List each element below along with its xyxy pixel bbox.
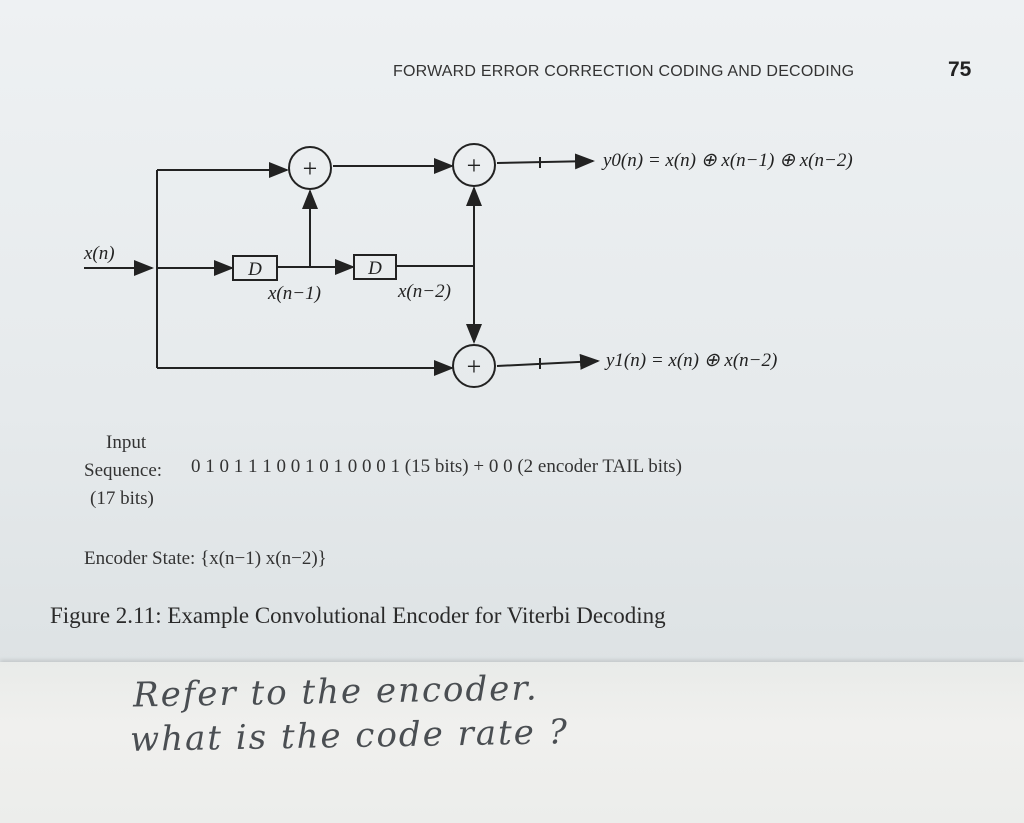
- output-y1-equation: y1(n) = x(n) ⊕ x(n−2): [604, 350, 777, 371]
- input-x-label: x(n): [83, 243, 115, 264]
- handwritten-line-1: Refer to the encoder.: [132, 668, 539, 716]
- handwritten-note-paper: [0, 662, 1024, 823]
- figure-caption: Figure 2.11: Example Convolutional Encod…: [50, 603, 666, 628]
- page-number: 75: [948, 58, 972, 81]
- adder-3: [452, 344, 496, 388]
- input-label: Input: [106, 432, 147, 453]
- output-y0-line: [496, 153, 595, 170]
- adder-1: [288, 146, 332, 190]
- delay-1-label: D: [247, 259, 262, 280]
- encoder-state: Encoder State: {x(n−1) x(n−2)}: [84, 548, 327, 569]
- delay-2-label: D: [367, 258, 382, 279]
- output-y0-equation: y0(n) = x(n) ⊕ x(n−1) ⊕ x(n−2): [601, 150, 853, 171]
- sequence-label: Sequence:: [84, 460, 163, 481]
- tap-xn2-label: x(n−2): [397, 281, 451, 302]
- book-page: [0, 0, 1024, 675]
- delay-box-2: [353, 254, 397, 280]
- adder-2: [452, 143, 496, 187]
- delay-box-1: [232, 255, 278, 281]
- adder-1-symbol: +: [303, 154, 318, 183]
- running-header: FORWARD ERROR CORRECTION CODING AND DECO…: [393, 63, 855, 80]
- adder-3-symbol: +: [467, 352, 482, 381]
- adder-2-symbol: +: [467, 151, 482, 180]
- tap-xn1-label: x(n−1): [267, 283, 321, 304]
- output-y1-line: [496, 353, 600, 370]
- sequence-bits: 0 1 0 1 1 1 0 0 1 0 1 0 0 0 1 (15 bits) …: [191, 456, 682, 477]
- handwritten-line-2: what is the code rate ?: [129, 712, 570, 760]
- sequence-total: (17 bits): [90, 488, 154, 509]
